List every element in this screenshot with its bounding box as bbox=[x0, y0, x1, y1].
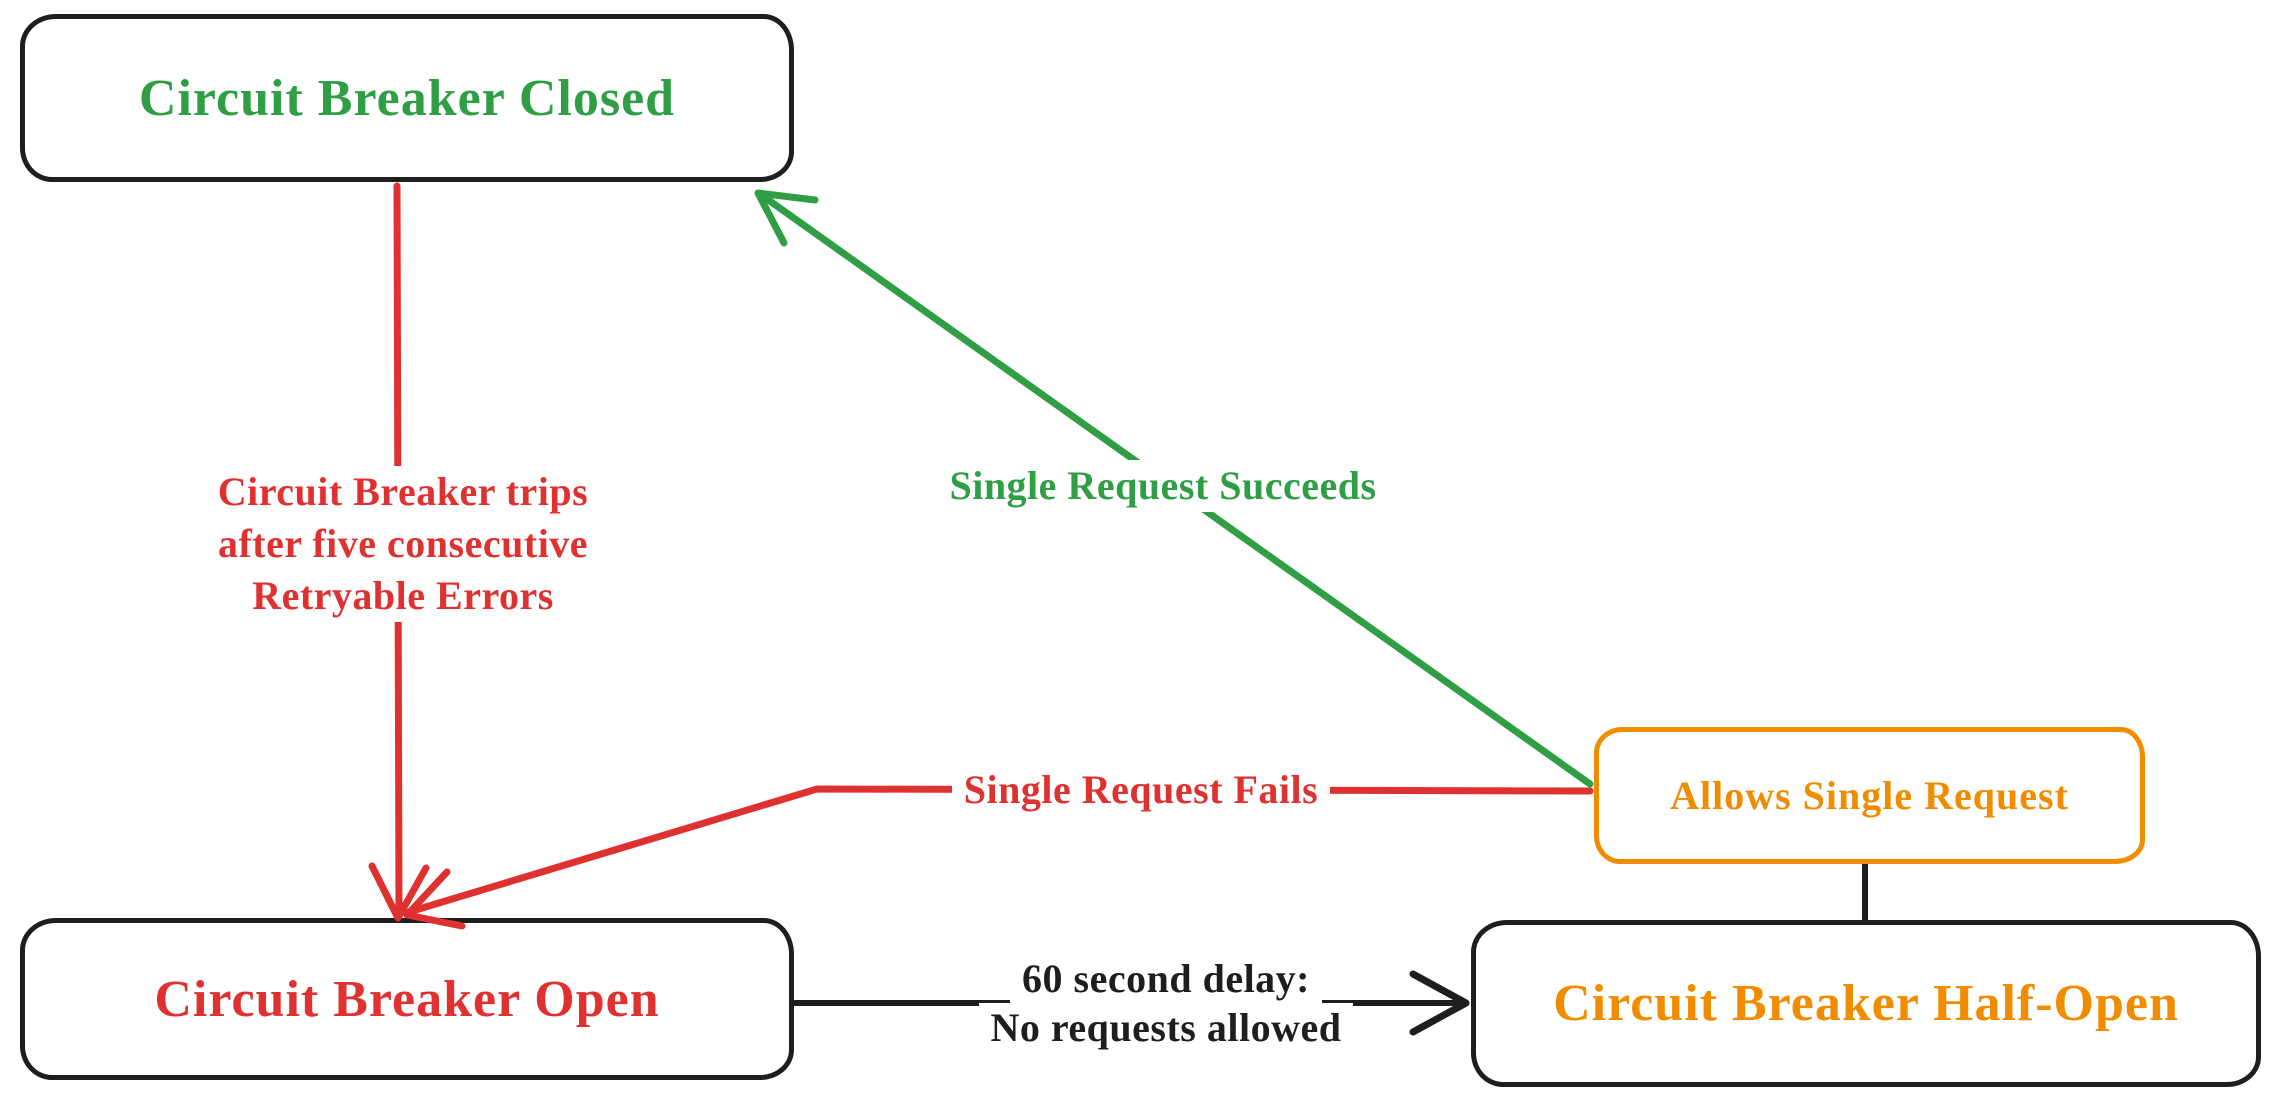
node-closed-label: Circuit Breaker Closed bbox=[138, 69, 676, 127]
edge-label-trips-line1: Circuit Breaker trips bbox=[205, 466, 601, 518]
edge-label-trips: Circuit Breaker trips after five consecu… bbox=[155, 466, 651, 622]
node-circuit-breaker-open: Circuit Breaker Open bbox=[20, 918, 794, 1080]
edge-label-succeeds-text: Single Request Succeeds bbox=[937, 460, 1389, 512]
edge-label-succeeds: Single Request Succeeds bbox=[910, 460, 1416, 512]
edge-succeeds-arrowhead-icon bbox=[754, 189, 819, 247]
edge-label-fails: Single Request Fails bbox=[920, 764, 1362, 816]
node-open-label: Circuit Breaker Open bbox=[154, 970, 660, 1028]
node-circuit-breaker-half-open: Circuit Breaker Half-Open bbox=[1471, 920, 2261, 1087]
edge-trips-arrowhead-icon bbox=[368, 862, 430, 922]
edge-label-trips-line2: after five consecutive bbox=[205, 518, 601, 570]
node-allows-label: Allows Single Request bbox=[1670, 773, 2069, 818]
edge-label-fails-text: Single Request Fails bbox=[951, 764, 1331, 816]
node-half-open-label: Circuit Breaker Half-Open bbox=[1553, 975, 2179, 1032]
edge-label-trips-line3: Retryable Errors bbox=[240, 570, 566, 622]
edge-label-delay: 60 second delay: No requests allowed bbox=[950, 954, 1382, 1052]
node-circuit-breaker-closed: Circuit Breaker Closed bbox=[20, 14, 794, 182]
edge-label-delay-line1: 60 second delay: bbox=[1010, 954, 1322, 1003]
edge-label-delay-line2: No requests allowed bbox=[978, 1003, 1354, 1052]
node-allows-single-request: Allows Single Request bbox=[1594, 727, 2145, 864]
edge-delay-arrowhead-icon bbox=[1409, 970, 1470, 1036]
